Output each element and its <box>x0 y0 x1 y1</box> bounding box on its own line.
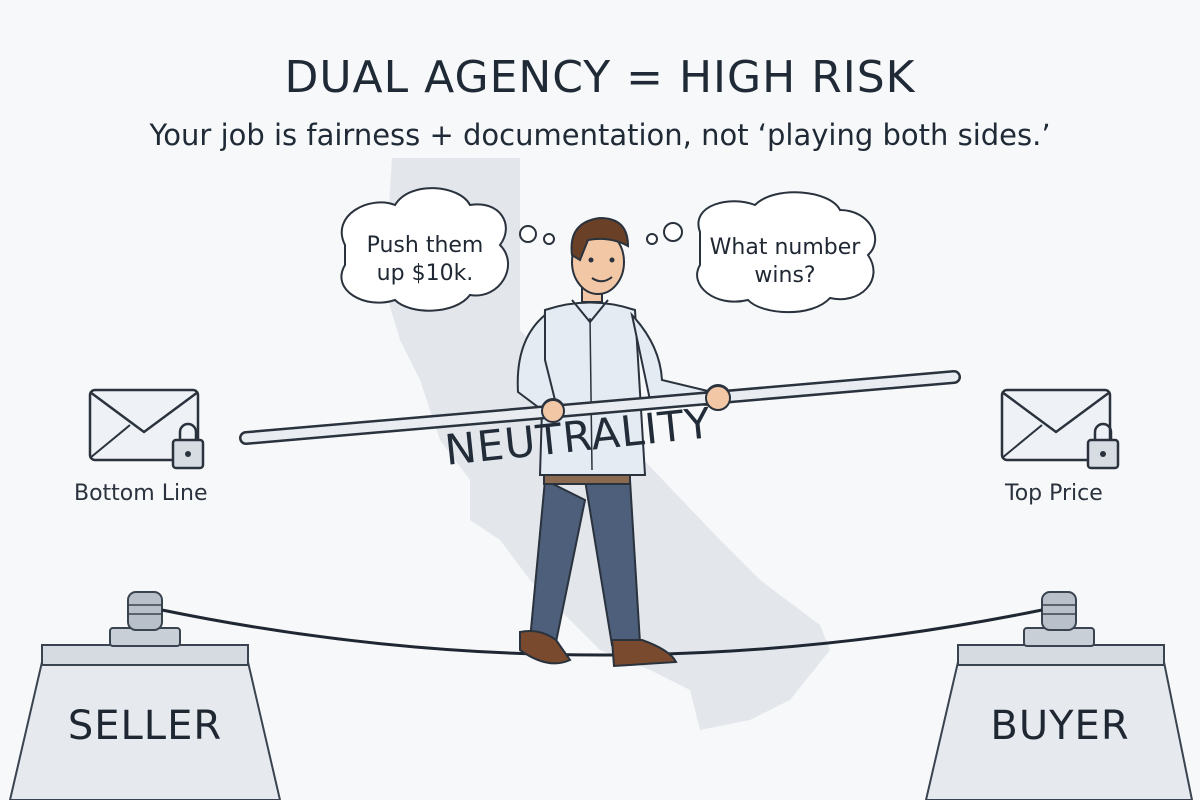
thought-bubble-left <box>340 187 555 312</box>
thought-right-line-2: wins? <box>754 263 816 288</box>
left-hand <box>541 399 565 423</box>
buyer-label: BUYER <box>990 703 1130 749</box>
balance-pole <box>239 370 961 445</box>
locked-envelope-icon <box>1000 388 1120 470</box>
top-price-label: Top Price <box>1005 481 1103 506</box>
thought-right-text: What number wins? <box>700 234 870 290</box>
thought-right-line-1: What number <box>709 235 861 260</box>
tightrope-walker <box>516 216 731 668</box>
seller-block <box>8 591 282 800</box>
thought-left-text: Push them up $10k. <box>350 232 500 288</box>
thought-left-line-1: Push them <box>366 233 484 258</box>
page-title: DUAL AGENCY = HIGH RISK <box>284 52 916 103</box>
bottom-line-label: Bottom Line <box>74 481 208 506</box>
thought-left-line-2: up $10k. <box>376 261 474 286</box>
buyer-block <box>924 591 1194 800</box>
thought-bubble-right <box>646 191 877 314</box>
tightrope <box>161 608 1043 657</box>
page-subtitle: Your job is fairness + documentation, no… <box>149 118 1051 152</box>
right-hand <box>705 385 731 411</box>
locked-envelope-icon <box>88 388 205 470</box>
seller-label: SELLER <box>67 703 223 749</box>
